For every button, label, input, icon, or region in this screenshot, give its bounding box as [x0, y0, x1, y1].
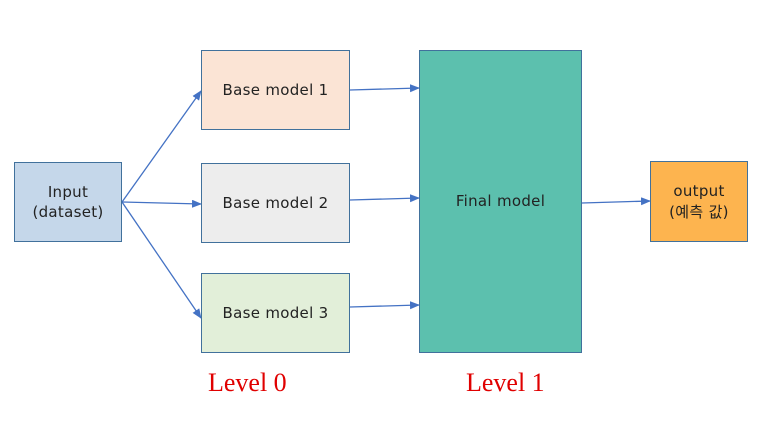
- arrow-input-to-base1: [121, 90, 202, 203]
- base-model-2-node: Base model 2: [201, 163, 350, 243]
- base-model-3-node: Base model 3: [201, 273, 350, 353]
- arrow-base3-to-final: [349, 301, 420, 310]
- base-model-2-label: Base model 2: [222, 193, 329, 212]
- input-node-label: Input (dataset): [32, 182, 104, 221]
- input-node: Input (dataset): [14, 162, 122, 242]
- final-model-label: Final model: [455, 192, 546, 211]
- base-model-1-node: Base model 1: [201, 50, 350, 130]
- output-node: output (예측 값): [650, 161, 748, 242]
- arrow-input-to-base2: [121, 199, 202, 208]
- output-node-label: output (예측 값): [669, 182, 729, 221]
- final-model-node: Final model: [419, 50, 582, 353]
- base-model-3-label: Base model 3: [222, 303, 329, 322]
- level-1-label: Level 1: [466, 368, 545, 397]
- base-model-1-label: Base model 1: [222, 80, 329, 99]
- arrow-input-to-base3: [121, 201, 202, 319]
- arrow-final-to-output: [581, 197, 651, 206]
- arrow-base1-to-final: [349, 84, 420, 93]
- level-0-label: Level 0: [208, 368, 287, 397]
- arrow-base2-to-final: [349, 194, 420, 203]
